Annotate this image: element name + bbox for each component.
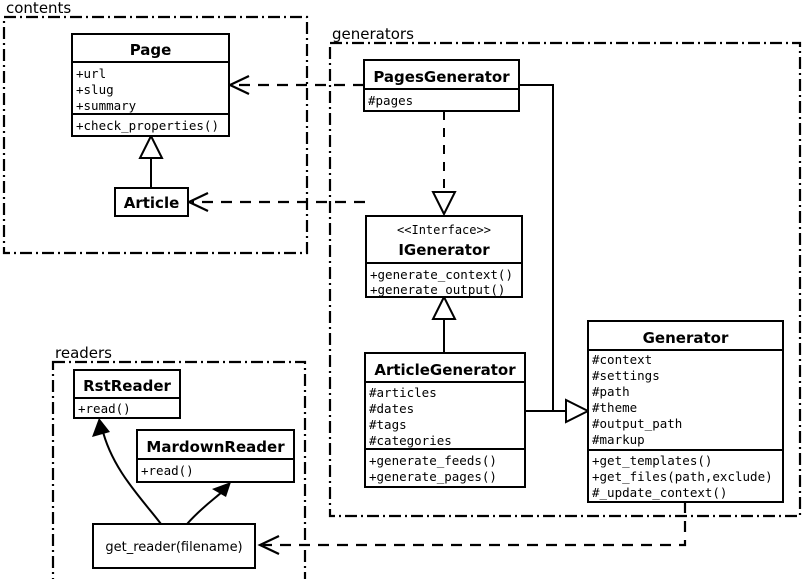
class-generator-attribute: #settings: [592, 368, 660, 383]
class-page-name: Page: [130, 41, 172, 59]
class-articlegenerator[interactable]: ArticleGenerator #articles #dates #tags …: [364, 352, 526, 488]
package-contents: contents: [2, 0, 309, 255]
rel-article-inherits-page: [138, 133, 164, 188]
class-generator-attribute: #path: [592, 384, 630, 399]
package-generators: generators: [328, 25, 802, 518]
class-generator-name: Generator: [643, 329, 729, 347]
class-generator-operation: +get_files(path,exclude): [592, 469, 773, 484]
class-articlegenerator-operation: +generate_feeds(): [369, 453, 497, 468]
class-page[interactable]: Page +url +slug +summary +check_properti…: [71, 33, 230, 137]
class-generator[interactable]: Generator #context #settings #path #them…: [587, 320, 784, 503]
rel-generator-depends-get-reader: [257, 502, 687, 555]
package-readers-label: readers: [55, 344, 112, 362]
rel-get-reader-creates-rstreader: [92, 418, 162, 525]
class-page-frame[interactable]: [71, 33, 230, 137]
class-generator-frame[interactable]: [587, 320, 784, 503]
package-generators-frame: [328, 41, 802, 518]
package-contents-label: contents: [6, 0, 71, 17]
class-pagesgenerator-frame[interactable]: [363, 59, 520, 112]
class-mardownreader-name: MardownReader: [146, 438, 285, 456]
rel-pagesgenerator-realizes-igenerator: [431, 111, 457, 217]
class-rstreader-frame[interactable]: [73, 369, 181, 419]
class-page-attribute: +slug: [76, 82, 114, 97]
class-articlegenerator-name: ArticleGenerator: [374, 361, 516, 379]
class-igenerator-operation: +generate_context(): [370, 267, 513, 282]
class-igenerator-operation: +generate_output(): [370, 282, 505, 297]
class-generator-attribute: #context: [592, 352, 652, 367]
function-get-reader[interactable]: get_reader(filename): [92, 523, 256, 569]
class-page-attribute: +summary: [76, 98, 137, 113]
class-generator-operation: #_update_context(): [592, 485, 727, 500]
class-article-name: Article: [124, 194, 180, 212]
package-contents-frame: [2, 15, 309, 255]
class-igenerator-stereotype: <<Interface>>: [397, 223, 491, 237]
class-articlegenerator-attribute: #articles: [369, 385, 437, 400]
class-pagesgenerator-attribute: #pages: [368, 93, 413, 108]
rel-articlegenerator-inherits-generator: [525, 398, 591, 424]
class-rstreader[interactable]: RstReader +read(): [73, 369, 181, 419]
function-get-reader-frame[interactable]: [92, 523, 256, 569]
rel-articlegenerator-realizes-igenerator: [431, 294, 457, 353]
package-readers-frame: [51, 360, 307, 579]
class-rstreader-operation: +read(): [78, 401, 131, 416]
class-page-attribute: +url: [76, 66, 106, 81]
class-articlegenerator-attribute: #categories: [369, 433, 452, 448]
class-articlegenerator-attribute: #dates: [369, 401, 414, 416]
class-pagesgenerator[interactable]: PagesGenerator #pages: [363, 59, 520, 112]
class-page-operation: +check_properties(): [76, 118, 219, 133]
class-articlegenerator-attribute: #tags: [369, 417, 407, 432]
class-articlegenerator-frame[interactable]: [364, 352, 526, 488]
class-generator-operation: +get_templates(): [592, 453, 712, 468]
class-mardownreader-frame[interactable]: [136, 429, 295, 483]
class-article-frame[interactable]: [114, 187, 189, 217]
function-get-reader-label: get_reader(filename): [105, 540, 242, 555]
class-articlegenerator-operation: +generate_pages(): [369, 469, 497, 484]
package-generators-label: generators: [332, 25, 414, 43]
class-mardownreader[interactable]: MardownReader +read(): [136, 429, 295, 483]
class-igenerator-frame[interactable]: [365, 215, 523, 298]
class-mardownreader-operation: +read(): [141, 463, 194, 478]
rel-articlegenerator-depends-article: [186, 192, 365, 212]
class-generator-attribute: #theme: [592, 400, 637, 415]
class-rstreader-name: RstReader: [83, 377, 171, 395]
class-generator-attribute: #markup: [592, 432, 645, 447]
class-igenerator[interactable]: <<Interface>> IGenerator +generate_conte…: [365, 215, 523, 298]
class-generator-attribute: #output_path: [592, 416, 682, 431]
rel-pagesgenerator-depends-page: [227, 75, 364, 95]
class-igenerator-name: IGenerator: [398, 241, 490, 259]
package-readers: readers: [51, 344, 307, 579]
class-pagesgenerator-name: PagesGenerator: [373, 68, 510, 86]
class-article[interactable]: Article: [114, 187, 189, 217]
rel-pagesgenerator-inherits-generator: [519, 84, 554, 411]
rel-get-reader-creates-mardownreader: [186, 482, 231, 525]
